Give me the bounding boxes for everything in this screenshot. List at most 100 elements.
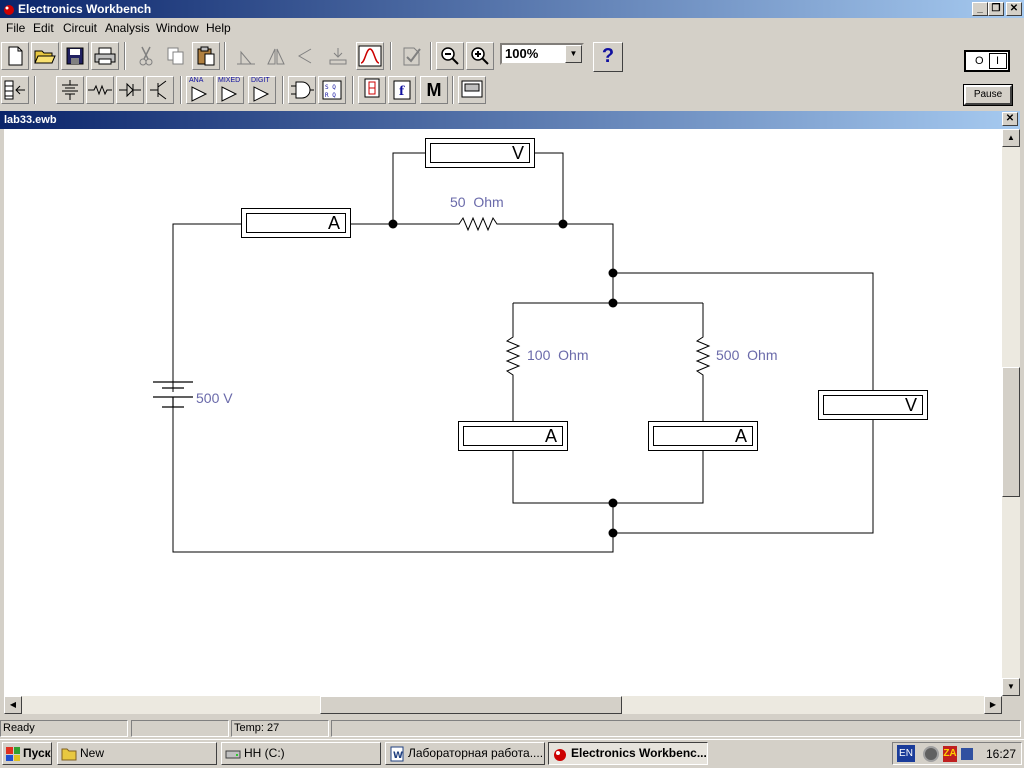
pause-button[interactable]: Pause xyxy=(964,85,1012,105)
cut-button[interactable] xyxy=(132,42,160,70)
analog-ics-bin-button[interactable]: ANA xyxy=(186,76,214,104)
task-lab-document[interactable]: W Лабораторная работа.... xyxy=(385,742,545,765)
logic-gates-bin-button[interactable] xyxy=(288,76,316,104)
ammeter-r3[interactable]: A xyxy=(648,421,758,451)
mixed-ics-bin-button[interactable]: MIXED xyxy=(216,76,244,104)
subcircuit-button[interactable] xyxy=(324,42,352,70)
circuit-junctions xyxy=(388,219,618,538)
app-title: Electronics Workbench xyxy=(18,2,152,16)
flip-horizontal-button[interactable] xyxy=(262,42,290,70)
word-document-icon: W xyxy=(390,746,404,762)
seven-segment-icon xyxy=(364,78,380,98)
menu-edit[interactable]: Edit xyxy=(33,21,54,35)
horizontal-scroll-thumb[interactable] xyxy=(320,696,622,714)
indicators-bin-button[interactable] xyxy=(358,76,386,104)
miscellaneous-bin-button[interactable]: M xyxy=(420,76,448,104)
menu-file[interactable]: File xyxy=(6,21,26,35)
language-indicator[interactable]: EN xyxy=(897,745,915,762)
scroll-left-icon[interactable]: ◀ xyxy=(4,696,22,714)
zoom-select[interactable]: 100% xyxy=(500,43,584,65)
new-button[interactable] xyxy=(1,42,29,70)
circuit-canvas[interactable]: 50 Ohm 100 Ohm 500 Ohm 500 V A V A A V xyxy=(4,129,1002,696)
graph-button[interactable] xyxy=(356,42,384,70)
task-new[interactable]: New xyxy=(57,742,217,765)
controls-bin-button[interactable]: f xyxy=(388,76,416,104)
zonealarm-icon[interactable]: ZA xyxy=(943,746,957,762)
taskbar xyxy=(0,739,1024,768)
document-close-button[interactable]: ✕ xyxy=(1002,112,1018,126)
power-off-label: O xyxy=(975,55,984,67)
vertical-scroll-thumb[interactable] xyxy=(1002,367,1020,497)
flip-vertical-button[interactable] xyxy=(292,42,320,70)
analog-label: ANA xyxy=(189,77,204,84)
horizontal-scrollbar[interactable]: ◀ ▶ xyxy=(4,696,1002,714)
diodes-bin-button[interactable] xyxy=(116,76,144,104)
save-button[interactable] xyxy=(61,42,89,70)
source-label: 500 V xyxy=(196,390,233,406)
voltmeter-r1[interactable]: V xyxy=(425,138,535,168)
basic-bin-button[interactable] xyxy=(86,76,114,104)
minimize-button[interactable]: _ xyxy=(972,2,988,16)
power-on-label: I xyxy=(996,55,1000,67)
ammeter-main[interactable]: A xyxy=(241,208,351,238)
start-button[interactable]: Пуск xyxy=(2,742,52,765)
r1-label: 50 Ohm xyxy=(450,194,504,210)
digital-label: DIGIT xyxy=(251,77,270,84)
opamp-icon xyxy=(191,86,208,102)
scroll-up-icon[interactable]: ▲ xyxy=(1002,129,1020,147)
toolbar-separator xyxy=(124,42,126,70)
toolbar-separator xyxy=(34,76,36,104)
scroll-right-icon[interactable]: ▶ xyxy=(984,696,1002,714)
scroll-down-icon[interactable]: ▼ xyxy=(1002,678,1020,696)
sources-bin-button[interactable] xyxy=(56,76,84,104)
menu-bar: File Edit Circuit Analysis Window Help xyxy=(0,18,1024,38)
menu-window[interactable]: Window xyxy=(156,21,199,35)
favorites-bin-button[interactable] xyxy=(1,76,29,104)
digital-ics-bin-button[interactable]: DIGIT xyxy=(248,76,276,104)
resistor-icon xyxy=(88,84,112,96)
status-ready: Ready xyxy=(0,720,128,737)
toolbar-separator xyxy=(352,76,354,104)
function-block-icon: f xyxy=(393,80,411,100)
open-button[interactable] xyxy=(31,42,59,70)
component-properties-button[interactable] xyxy=(398,42,426,70)
digital-ic-icon xyxy=(253,86,270,102)
task-electronics-workbench[interactable]: Electronics Workbenc... xyxy=(548,742,708,765)
close-button[interactable]: ✕ xyxy=(1006,2,1022,16)
menu-circuit[interactable]: Circuit xyxy=(63,21,98,35)
battery-source xyxy=(153,381,193,408)
transistors-bin-button[interactable] xyxy=(146,76,174,104)
toolbar-separator xyxy=(282,76,284,104)
ammeter-main-display: A xyxy=(246,213,346,233)
menu-analysis[interactable]: Analysis xyxy=(105,21,150,35)
vertical-scrollbar[interactable]: ▲ ▼ xyxy=(1002,129,1020,696)
copy-button[interactable] xyxy=(162,42,190,70)
flip-vertical-icon xyxy=(298,48,312,64)
flipflop-icon: S QR Q xyxy=(322,80,342,100)
instrument-icon xyxy=(461,80,483,98)
graph-icon xyxy=(358,45,382,67)
power-switch[interactable]: O I xyxy=(964,50,1010,72)
ammeter-r2[interactable]: A xyxy=(458,421,568,451)
network-icon[interactable] xyxy=(961,748,973,760)
menu-help[interactable]: Help xyxy=(206,21,231,35)
voltmeter-parallel[interactable]: V xyxy=(818,390,928,420)
mixed-ic-icon xyxy=(221,86,238,102)
hard-drive-icon xyxy=(225,750,241,759)
tray-app-icon[interactable] xyxy=(923,746,939,762)
task-drive-c[interactable]: HH (C:) xyxy=(221,742,381,765)
folder-open-icon xyxy=(34,50,56,64)
print-button[interactable] xyxy=(91,42,119,70)
restore-button[interactable]: ❐ xyxy=(988,2,1004,16)
subcircuit-icon xyxy=(329,48,347,65)
instruments-bin-button[interactable] xyxy=(458,76,486,104)
scissors-icon xyxy=(139,46,153,66)
clock[interactable]: 16:27 xyxy=(986,747,1017,761)
rotate-button[interactable] xyxy=(232,42,260,70)
zoom-out-button[interactable] xyxy=(436,42,464,70)
help-button[interactable]: ? xyxy=(593,42,623,72)
paste-button[interactable] xyxy=(192,42,220,70)
zoom-in-button[interactable] xyxy=(466,42,494,70)
chevron-down-icon[interactable]: ▼ xyxy=(565,45,582,63)
